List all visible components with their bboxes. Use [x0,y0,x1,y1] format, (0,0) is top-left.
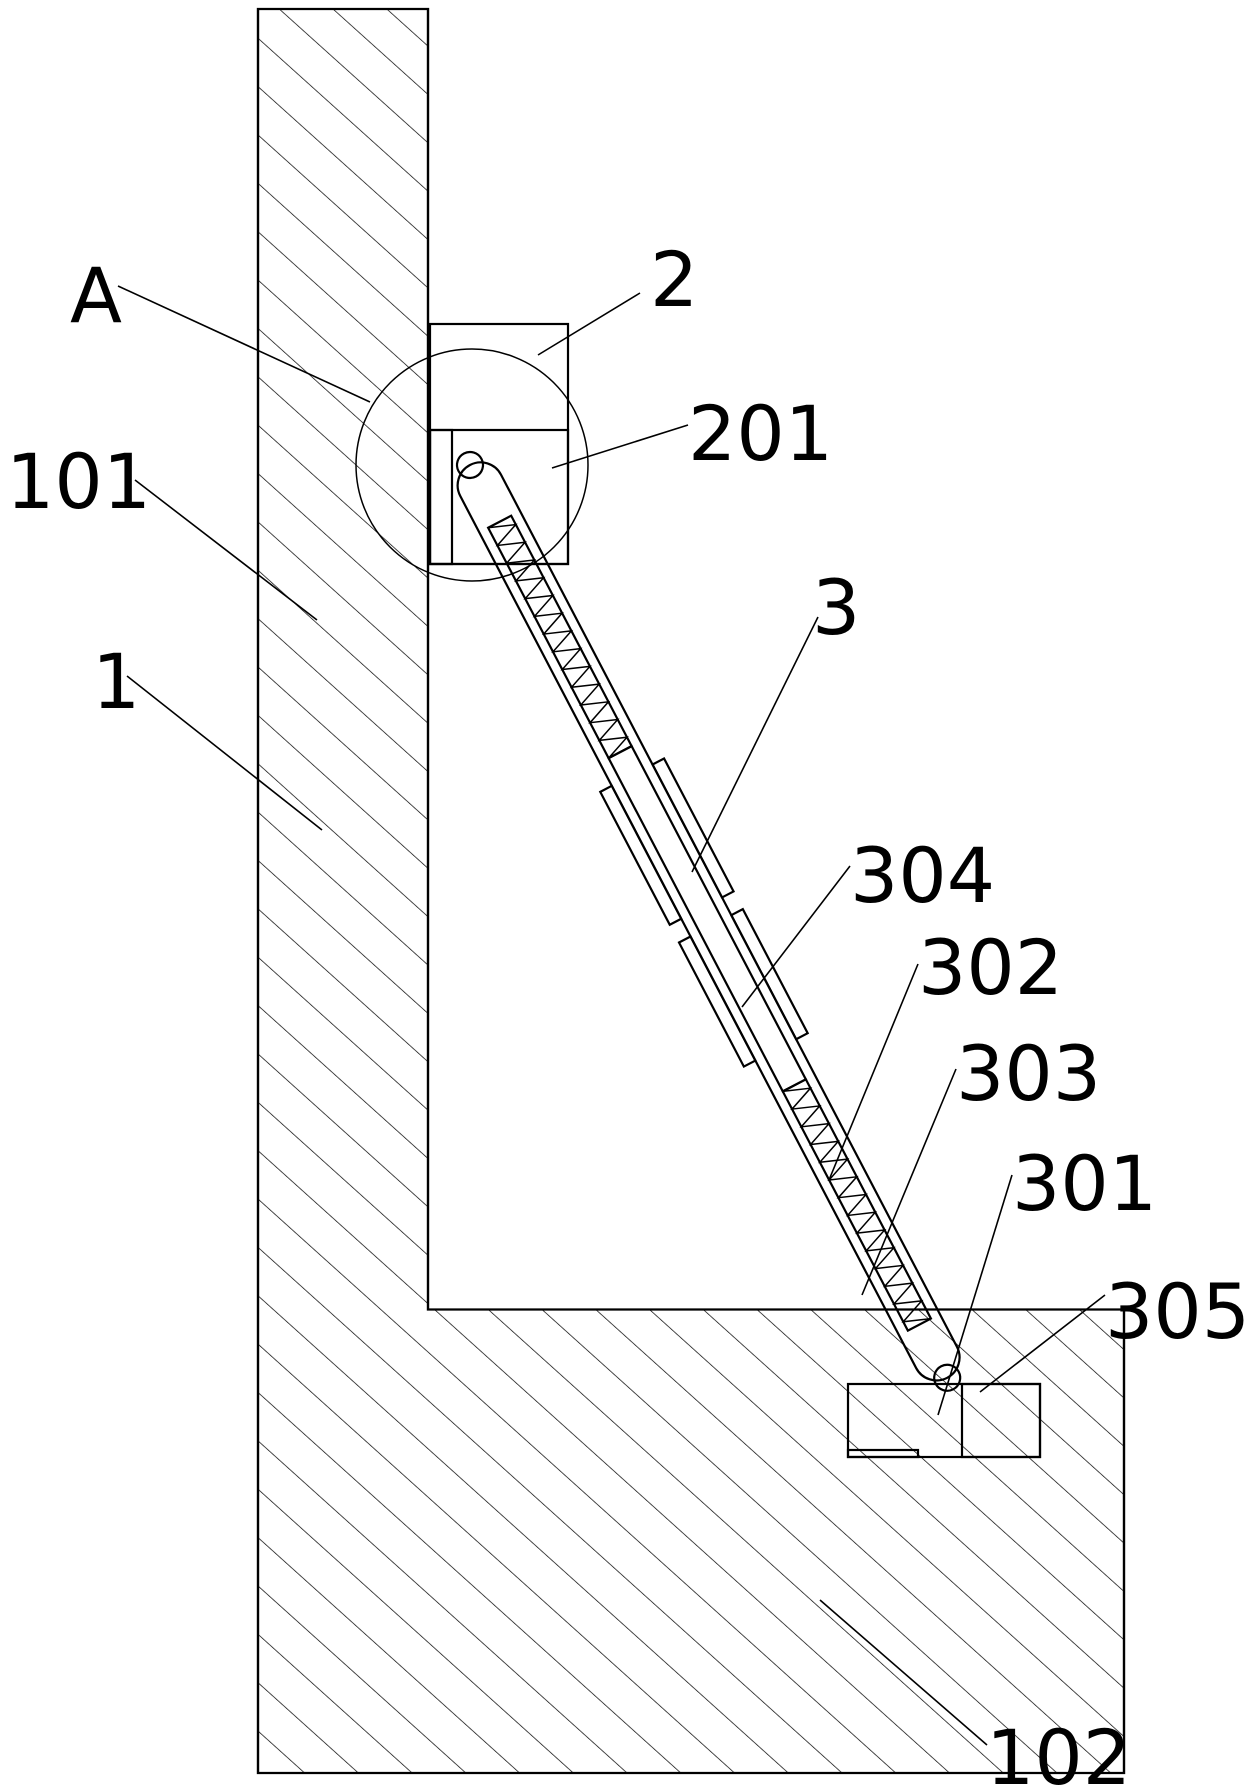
upper-spring [488,523,629,759]
lower-mount [846,1382,1042,1459]
label-a: A [70,251,122,340]
label-101: 101 [6,437,151,526]
leader-lines [117,285,1106,1746]
upper-mount [428,322,570,566]
detail-circle-a [355,348,589,582]
label-3: 3 [812,563,860,652]
support-strut [455,450,962,1392]
label-201: 201 [688,389,833,478]
label-301: 301 [1012,1139,1157,1228]
label-302: 302 [918,923,1063,1012]
lower-spring [782,1087,932,1323]
label-304: 304 [850,831,995,920]
label-2: 2 [650,235,698,324]
label-102: 102 [986,1713,1131,1792]
label-305: 305 [1105,1267,1250,1356]
label-303: 303 [956,1029,1101,1118]
label-1: 1 [92,637,140,726]
reference-labels: A 2 201 101 1 3 304 302 303 301 305 102 [6,235,1250,1792]
